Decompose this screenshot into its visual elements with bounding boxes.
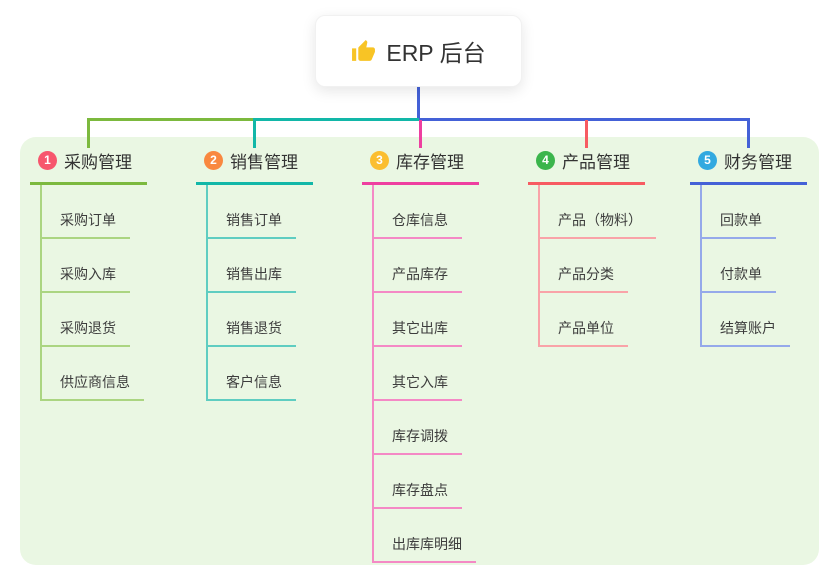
branch-number-badge: 1 <box>38 151 57 170</box>
branch-header[interactable]: 2 销售管理 <box>196 148 313 185</box>
mindmap-item[interactable]: 产品单位 <box>540 293 628 347</box>
mindmap-item[interactable]: 产品库存 <box>374 239 462 293</box>
mindmap-item[interactable]: 供应商信息 <box>42 347 144 401</box>
mindmap-item[interactable]: 产品（物料） <box>540 185 656 239</box>
trunk-segment <box>87 118 256 121</box>
branch-number-badge: 5 <box>698 151 717 170</box>
branch-items: 销售订单销售出库销售退货客户信息 <box>206 185 313 401</box>
mindmap-item[interactable]: 库存调拨 <box>374 401 462 455</box>
mindmap-item[interactable]: 其它入库 <box>374 347 462 401</box>
branch-2: 2 销售管理销售订单销售出库销售退货客户信息 <box>196 148 313 401</box>
mindmap-item[interactable]: 付款单 <box>702 239 776 293</box>
branch-label: 采购管理 <box>64 153 132 172</box>
branch-number-badge: 4 <box>536 151 555 170</box>
branch-drop-line <box>87 120 90 148</box>
thumbs-up-icon <box>351 39 376 64</box>
trunk-segment <box>253 118 422 121</box>
branch-label: 库存管理 <box>396 153 464 172</box>
branch-header[interactable]: 5 财务管理 <box>690 148 807 185</box>
mindmap-item[interactable]: 库存盘点 <box>374 455 462 509</box>
branch-number-badge: 3 <box>370 151 389 170</box>
branch-items: 产品（物料）产品分类产品单位 <box>538 185 656 347</box>
branch-items: 采购订单采购入库采购退货供应商信息 <box>40 185 147 401</box>
branch-1: 1 采购管理采购订单采购入库采购退货供应商信息 <box>30 148 147 401</box>
mindmap-item[interactable]: 结算账户 <box>702 293 790 347</box>
branch-items: 仓库信息产品库存其它出库其它入库库存调拨库存盘点出库库明细 <box>372 185 479 563</box>
branch-header[interactable]: 3 库存管理 <box>362 148 479 185</box>
branch-header[interactable]: 1 采购管理 <box>30 148 147 185</box>
mindmap-item[interactable]: 客户信息 <box>208 347 296 401</box>
branch-number-badge: 2 <box>204 151 223 170</box>
branches-panel <box>20 137 819 565</box>
mindmap-item[interactable]: 采购退货 <box>42 293 130 347</box>
mindmap-item[interactable]: 采购入库 <box>42 239 130 293</box>
trunk-segment <box>419 118 750 121</box>
mindmap-item[interactable]: 回款单 <box>702 185 776 239</box>
branch-drop-line <box>253 120 256 148</box>
mindmap-item[interactable]: 仓库信息 <box>374 185 462 239</box>
mindmap-item[interactable]: 销售退货 <box>208 293 296 347</box>
branch-label: 财务管理 <box>724 153 792 172</box>
root-connector-line <box>417 84 420 120</box>
mindmap-item[interactable]: 采购订单 <box>42 185 130 239</box>
mindmap-item[interactable]: 产品分类 <box>540 239 628 293</box>
root-topic-label: ERP 后台 <box>386 40 486 66</box>
branch-label: 销售管理 <box>230 153 298 172</box>
branch-items: 回款单付款单结算账户 <box>700 185 807 347</box>
branch-label: 产品管理 <box>562 153 630 172</box>
mindmap-item[interactable]: 销售订单 <box>208 185 296 239</box>
mindmap-item[interactable]: 其它出库 <box>374 293 462 347</box>
branch-3: 3 库存管理仓库信息产品库存其它出库其它入库库存调拨库存盘点出库库明细 <box>362 148 479 563</box>
branch-drop-line <box>585 120 588 148</box>
branch-5: 5 财务管理回款单付款单结算账户 <box>690 148 807 347</box>
mindmap-item[interactable]: 出库库明细 <box>374 509 476 563</box>
branch-drop-line <box>747 120 750 148</box>
branch-4: 4 产品管理产品（物料）产品分类产品单位 <box>528 148 656 347</box>
branch-header[interactable]: 4 产品管理 <box>528 148 645 185</box>
branch-drop-line <box>419 120 422 148</box>
mindmap-item[interactable]: 销售出库 <box>208 239 296 293</box>
root-topic[interactable]: ERP 后台 <box>315 15 522 87</box>
